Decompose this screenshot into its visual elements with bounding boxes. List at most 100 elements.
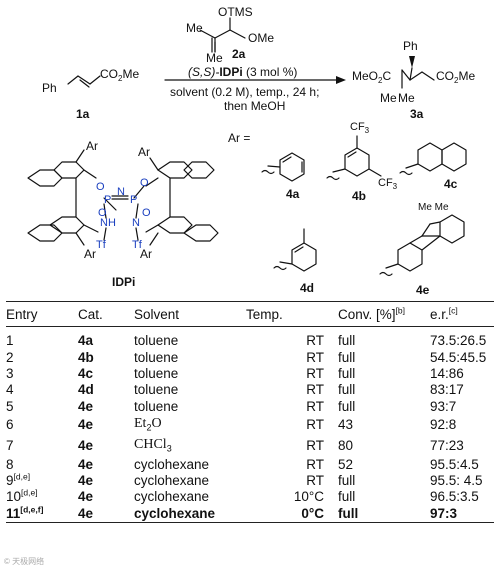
cell-entry: 9[d,e] bbox=[6, 472, 78, 489]
entry-number: 4 bbox=[6, 382, 14, 398]
cell-conversion: 52 bbox=[338, 456, 354, 472]
entry-number: 5 bbox=[6, 398, 14, 414]
product-3a-structure bbox=[401, 67, 435, 89]
cell-solvent: cyclohexane bbox=[134, 505, 246, 523]
header-conv: Conv. [%][b] bbox=[338, 301, 430, 327]
cell-catalyst: 4e bbox=[78, 505, 134, 523]
cell-catalyst: 4e bbox=[78, 437, 94, 453]
cell-er: 14:86 bbox=[430, 365, 464, 381]
header-cat: Cat. bbox=[78, 301, 134, 327]
product-me2-label: Me bbox=[398, 91, 415, 105]
ar-option-4e-label: 4e bbox=[416, 283, 430, 297]
cell-conversion: 43 bbox=[338, 417, 354, 433]
fluorenyl-methyls-label: Me Me bbox=[418, 202, 449, 213]
conditions-line-2: then MeOH bbox=[224, 99, 285, 113]
entry-footnote: [d,e] bbox=[21, 487, 38, 498]
cell-entry: 3 bbox=[6, 366, 78, 382]
watermark-text: © 天极网络 bbox=[4, 557, 45, 566]
product-right-ester-me: Me bbox=[458, 69, 475, 83]
cell-er: 77:23 bbox=[430, 437, 464, 453]
cell-solvent: toluene bbox=[134, 327, 246, 350]
cell-temperature: RT bbox=[306, 382, 324, 398]
cell-solvent: cyclohexane bbox=[134, 473, 246, 489]
cell-er: 97:3 bbox=[430, 505, 494, 523]
cell-temperature: RT bbox=[306, 365, 324, 381]
substrate-ester-label: CO bbox=[100, 67, 118, 81]
header-er: e.r.[c] bbox=[430, 301, 494, 327]
substrate-ester-me: Me bbox=[122, 67, 139, 81]
header-temp: Temp. bbox=[246, 301, 338, 327]
cell-solvent: toluene bbox=[134, 382, 246, 398]
header-er-text: e.r. bbox=[430, 306, 449, 322]
ar-option-4a-label: 4a bbox=[286, 187, 300, 201]
solvent-name: toluene bbox=[134, 333, 179, 349]
cell-temperature: RT bbox=[306, 456, 324, 472]
cell-catalyst: 4b bbox=[78, 349, 94, 365]
product-right-ester-label: CO bbox=[436, 69, 454, 83]
ar-option-4c-structure bbox=[405, 142, 467, 172]
reagent-me-bottom-label: Me bbox=[206, 51, 223, 65]
ar-option-4a-structure bbox=[267, 152, 305, 182]
cell-temperature: RT bbox=[306, 349, 324, 365]
phosphorus-label-1: P bbox=[104, 194, 111, 206]
cell-catalyst: 4e bbox=[78, 489, 94, 505]
cell-conversion: full bbox=[338, 365, 356, 381]
entry-number: 3 bbox=[6, 365, 14, 381]
reagent-2a-structure bbox=[199, 17, 246, 53]
reagent-me-left-label: Me bbox=[186, 21, 203, 35]
product-left-ester-label: MeO bbox=[352, 69, 378, 83]
entry-number: 10 bbox=[6, 489, 22, 505]
reagent-ome-label: OMe bbox=[248, 31, 274, 45]
product-me1-label: Me bbox=[380, 91, 397, 105]
cell-entry: 7 bbox=[6, 436, 78, 457]
entry-number: 8 bbox=[6, 456, 14, 472]
oxygen-label-1: O bbox=[96, 181, 105, 193]
cell-temperature: RT bbox=[306, 472, 324, 488]
header-solvent: Solvent bbox=[134, 301, 246, 327]
cell-solvent: cyclohexane bbox=[134, 456, 246, 472]
substrate-ester-sub: 2 bbox=[118, 74, 123, 83]
entry-number: 2 bbox=[6, 349, 14, 365]
cell-er: 96.5:3.5 bbox=[430, 489, 479, 505]
catalyst-stereo-label: (S,S)- bbox=[188, 65, 219, 79]
oxygen-label-4: O bbox=[142, 207, 151, 219]
cell-catalyst: 4e bbox=[78, 417, 94, 433]
reagent-2a-label: 2a bbox=[232, 47, 246, 61]
cell-entry: 2 bbox=[6, 349, 78, 365]
cell-conversion: full bbox=[338, 505, 430, 523]
solvent-subscript: 3 bbox=[166, 443, 172, 454]
ar-label-4: Ar bbox=[140, 247, 152, 261]
cell-temperature: 10°C bbox=[293, 489, 324, 505]
solvent-name: cyclohexane bbox=[134, 472, 210, 488]
results-table: Entry Cat. Solvent Temp. Conv. [%][b] e.… bbox=[6, 301, 494, 523]
reagent-otms-label: OTMS bbox=[218, 5, 253, 19]
cell-catalyst: 4a bbox=[78, 333, 94, 349]
nitrogen-bridge-label: N bbox=[117, 186, 125, 198]
entry-number: 1 bbox=[6, 333, 14, 349]
header-entry: Entry bbox=[6, 301, 78, 327]
cell-entry: 4 bbox=[6, 382, 78, 398]
solvent-name: toluene bbox=[134, 365, 179, 381]
cell-solvent: CHCl3 bbox=[134, 436, 246, 457]
svg-text:CO2Me: CO2Me bbox=[100, 67, 139, 83]
solvent-name: CHCl bbox=[134, 436, 167, 452]
cell-catalyst: 4e bbox=[78, 398, 94, 414]
svg-text:CF3: CF3 bbox=[378, 177, 398, 191]
substrate-1a-label: 1a bbox=[76, 107, 90, 121]
cell-er: 73.5:26.5 bbox=[430, 333, 487, 349]
product-left-ester-c: C bbox=[382, 69, 391, 83]
solvent-name: cyclohexane bbox=[134, 489, 210, 505]
substrate-ph-label: Ph bbox=[42, 81, 57, 95]
product-3a-label: 3a bbox=[410, 107, 424, 121]
header-conv-footnote: [b] bbox=[395, 305, 405, 315]
header-conv-text: Conv. [%] bbox=[338, 306, 396, 322]
cf3-sub-2: 3 bbox=[393, 182, 398, 191]
cell-solvent: Et2O bbox=[134, 415, 246, 436]
cell-er: 92:8 bbox=[430, 417, 457, 433]
nitrogen-label: N bbox=[132, 217, 140, 229]
